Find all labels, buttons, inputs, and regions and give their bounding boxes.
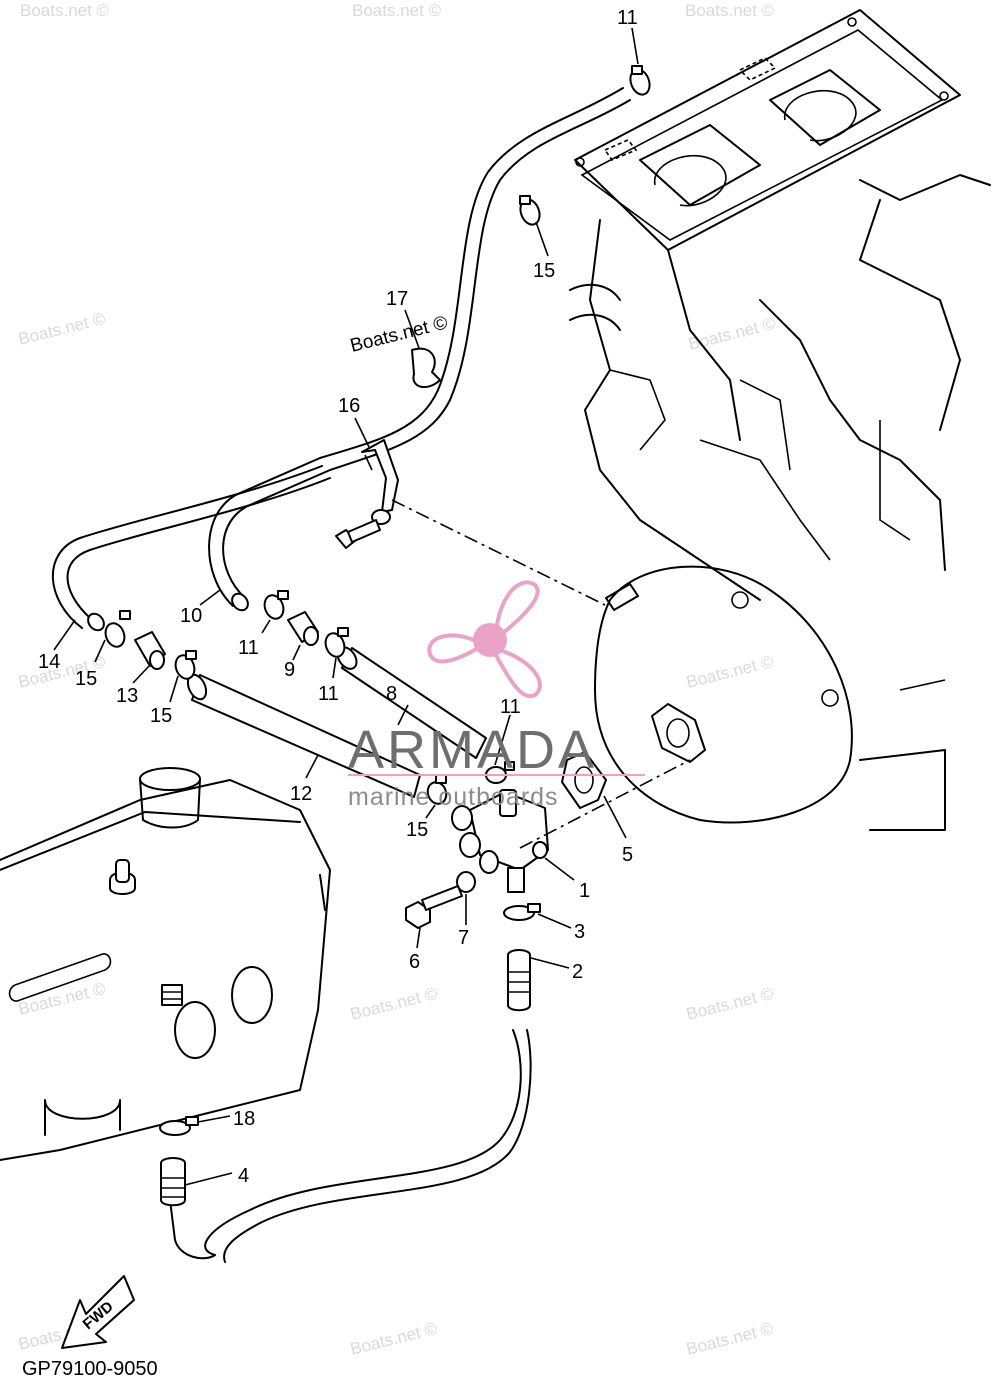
oil-tank bbox=[0, 767, 331, 1161]
watermark-text: Boats.net © bbox=[352, 1, 442, 20]
callout-11: 11 bbox=[500, 696, 521, 718]
callout-15: 15 bbox=[150, 705, 172, 727]
callout-18: 18 bbox=[233, 1108, 255, 1130]
callout-3: 3 bbox=[574, 921, 585, 943]
callout-7: 7 bbox=[458, 927, 469, 949]
callout-1: 1 bbox=[579, 880, 590, 902]
propeller-icon bbox=[427, 580, 542, 699]
fittings bbox=[104, 65, 651, 1207]
callout-15: 15 bbox=[406, 819, 428, 841]
watermark-text: Boats.net © bbox=[348, 984, 439, 1024]
callout-5: 5 bbox=[622, 844, 633, 866]
watermark-text: Boats.net © bbox=[686, 314, 777, 354]
watermark-text: Boats.net © bbox=[348, 1319, 439, 1359]
brand-name: ARMADA bbox=[348, 720, 597, 780]
watermark-text: Boats.net © bbox=[685, 1, 775, 20]
callout-2: 2 bbox=[572, 961, 583, 983]
callout-15: 15 bbox=[75, 668, 97, 690]
callout-11: 11 bbox=[318, 683, 339, 705]
watermark-text: Boats.net © bbox=[348, 312, 450, 356]
reference-lines bbox=[391, 499, 691, 849]
hose-group bbox=[51, 87, 631, 1263]
watermark-text: Boats.net © bbox=[684, 652, 775, 692]
callout-16: 16 bbox=[338, 395, 360, 417]
callout-12: 12 bbox=[290, 783, 312, 805]
callout-11: 11 bbox=[238, 637, 259, 659]
callout-11: 11 bbox=[617, 7, 638, 29]
callout-9: 9 bbox=[284, 659, 295, 681]
callout-4: 4 bbox=[238, 1165, 249, 1187]
leader-lines bbox=[53, 27, 639, 1186]
callout-17: 17 bbox=[386, 288, 408, 310]
callout-14: 14 bbox=[38, 651, 60, 673]
watermark-text: Boats.net © bbox=[20, 1, 110, 20]
watermark-text: Boats.net © bbox=[684, 1319, 775, 1359]
watermark-text: Boats.net © bbox=[16, 309, 107, 349]
watermark-text: Boats.net © bbox=[684, 984, 775, 1024]
armada-logo: ARMADA marine outboards bbox=[348, 580, 645, 811]
engine-block bbox=[569, 9, 991, 831]
callout-8: 8 bbox=[386, 683, 397, 705]
diagram-code: GP79100-9050 bbox=[22, 1358, 158, 1380]
callout-13: 13 bbox=[116, 685, 138, 707]
fwd-arrow: FWD bbox=[61, 1275, 135, 1349]
callout-6: 6 bbox=[409, 951, 420, 973]
brand-tagline: marine outboards bbox=[348, 783, 559, 811]
callout-15: 15 bbox=[533, 260, 555, 282]
callout-10: 10 bbox=[180, 605, 202, 627]
callout-labels: 11 15 17 16 14 10 15 13 15 11 9 11 8 11 … bbox=[38, 7, 638, 1187]
